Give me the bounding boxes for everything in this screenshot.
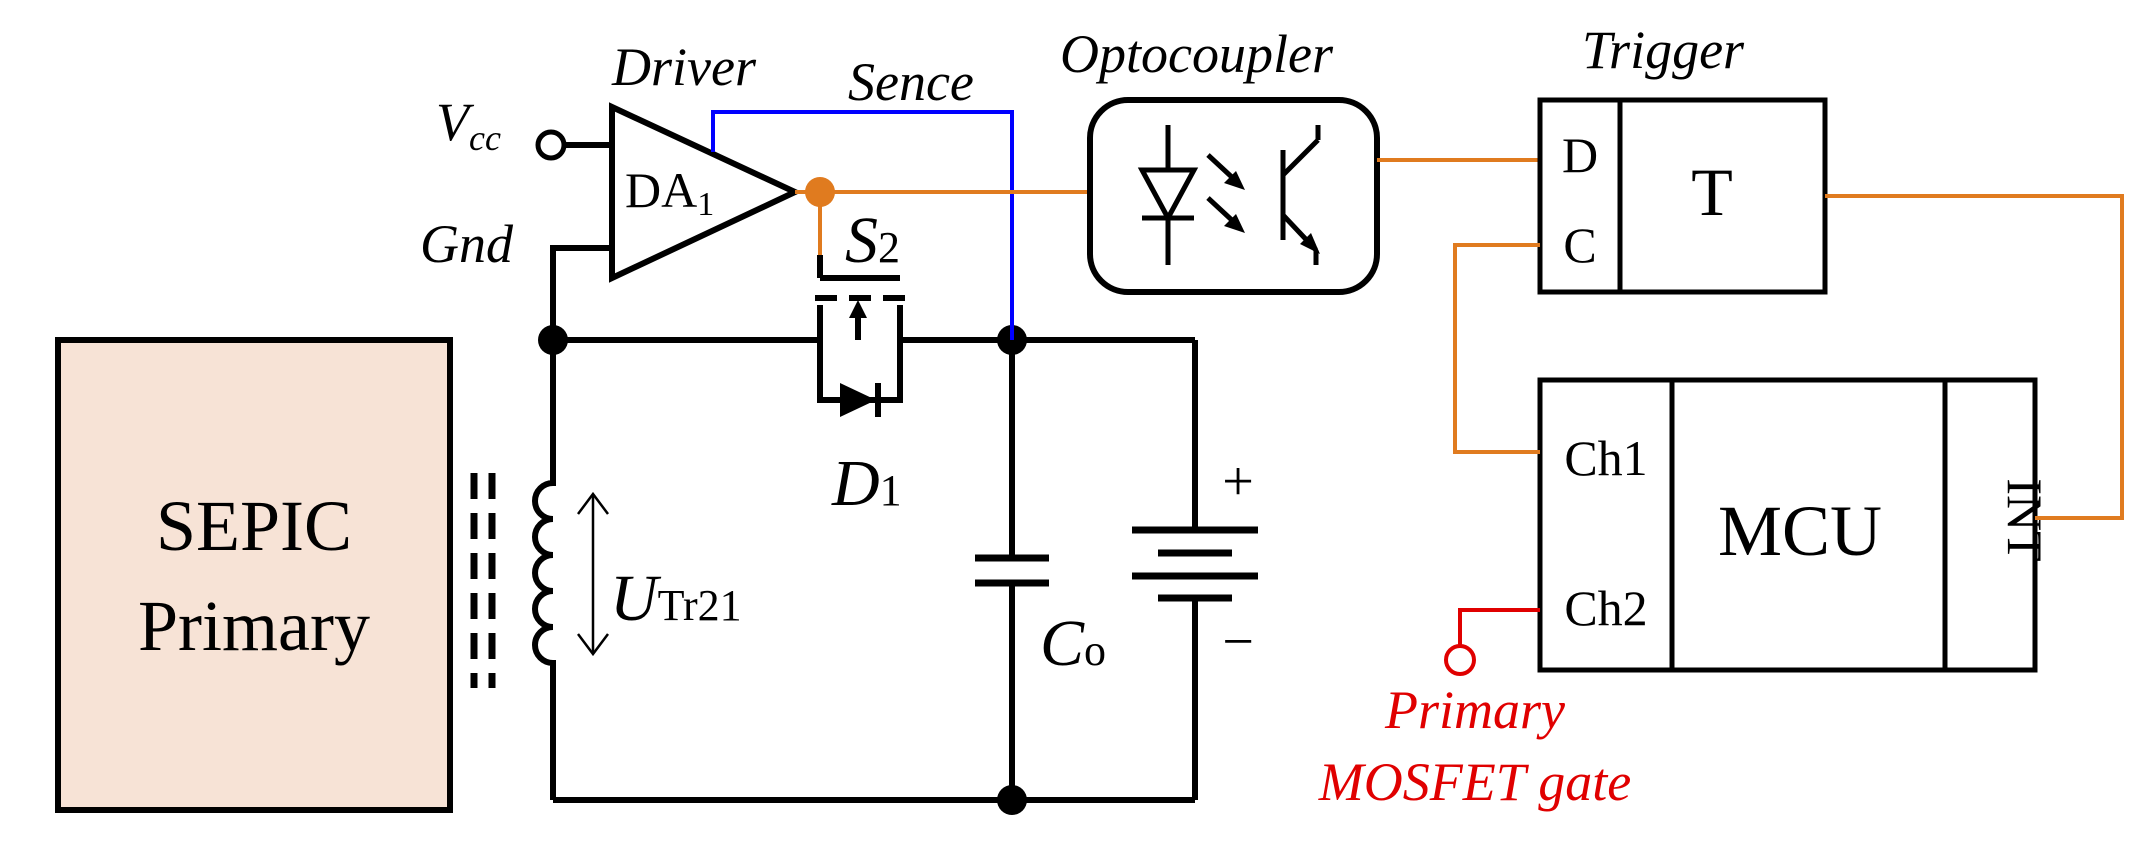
sepic-primary-block	[55, 337, 453, 813]
mcu-ch1-pin: Ch1	[1564, 430, 1647, 486]
junction-dot-signal	[805, 177, 835, 207]
junction-dot	[997, 785, 1027, 815]
vcc-terminal[interactable]	[535, 129, 567, 161]
trigger-c-pin: C	[1563, 217, 1596, 273]
battery	[1132, 526, 1258, 602]
trigger-t-label: T	[1691, 154, 1733, 230]
opto-emitter-arrow	[1300, 233, 1320, 254]
mcu-label: MCU	[1718, 491, 1882, 571]
mosfet-s2	[815, 255, 905, 340]
gate-terminal[interactable]	[1444, 644, 1476, 676]
opto-arrowhead	[1224, 171, 1245, 190]
da1-label: DA1	[625, 162, 714, 223]
ch2-gate-wire	[1458, 608, 1540, 645]
mcu-ch2-pin: Ch2	[1564, 580, 1647, 636]
opto-light-arrows	[1206, 153, 1237, 225]
optocoupler-label: Optocoupler	[1060, 24, 1334, 84]
primary-gate-label-line1: Primary	[1384, 680, 1565, 740]
driver-da1	[609, 102, 803, 283]
trigger-box	[1537, 97, 1828, 295]
sense-label: Sence	[848, 52, 974, 112]
driver-output-wire	[795, 190, 1090, 255]
trigger-c-to-ch1-wire	[1453, 243, 1540, 454]
trigger-to-int-wire	[1825, 194, 2124, 520]
d1-label: D1	[831, 447, 902, 520]
main-loop-wires	[553, 337, 1198, 803]
battery-plus-label: +	[1222, 451, 1254, 513]
gnd-wire	[550, 245, 612, 340]
voltage-arrow	[577, 491, 609, 657]
battery-minus-label: −	[1222, 611, 1254, 673]
driver-label: Driver	[611, 37, 757, 97]
capacitor-co	[975, 554, 1049, 587]
trigger-label: Trigger	[1582, 20, 1745, 80]
diode-triangle	[840, 383, 876, 417]
vcc-label: Vcc	[436, 92, 501, 158]
trigger-d-pin: D	[1562, 127, 1598, 183]
sense-wire	[711, 110, 1014, 340]
opto-led-triangle	[1137, 167, 1199, 224]
sepic-label-line2: Primary	[138, 586, 370, 666]
transformer-core	[470, 473, 496, 688]
transformer-winding	[532, 345, 556, 800]
s2-label: S2	[845, 204, 900, 277]
opto-arrowhead	[1224, 214, 1245, 233]
sepic-label-line1: SEPIC	[156, 486, 352, 566]
primary-gate-label-line2: MOSFET gate	[1318, 752, 1631, 812]
mcu-box	[1537, 377, 2038, 673]
mosfet-arrow	[849, 300, 867, 318]
co-label: Co	[1040, 607, 1106, 680]
utr21-label: UTr21	[610, 562, 742, 635]
gnd-label: Gnd	[420, 214, 514, 274]
optocoupler-box	[1087, 97, 1380, 295]
